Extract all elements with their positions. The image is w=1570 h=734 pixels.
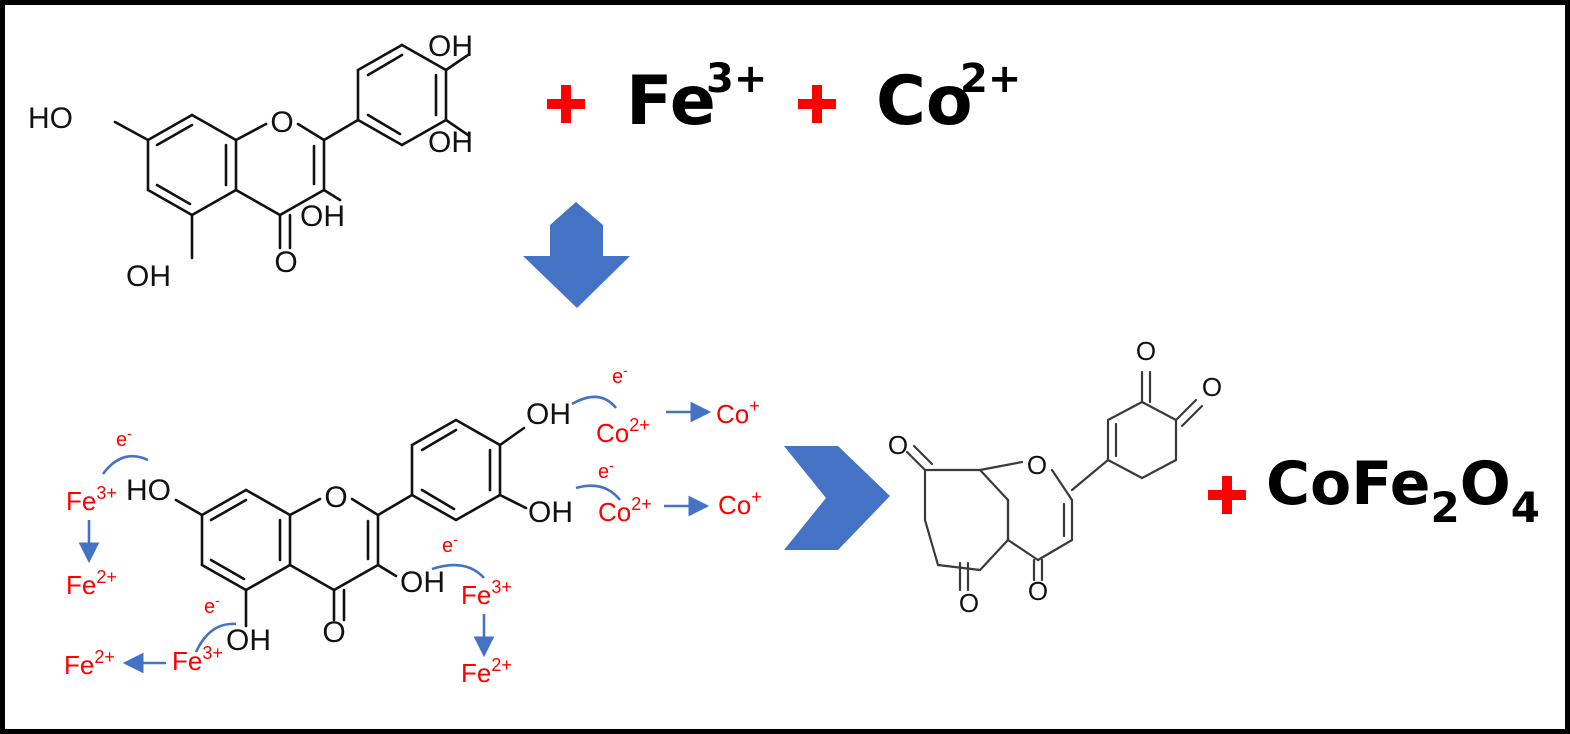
ring-oxygen-label: O	[270, 106, 293, 139]
quercetin-structure	[113, 43, 470, 260]
mechanism-ions: e- e- e- e- e- Co2+ Co+ Co2+ Co+ Fe3+ Fe…	[64, 362, 762, 688]
quercetin-mechanism-structure	[174, 418, 528, 628]
mech-ho-label: HO	[126, 474, 171, 507]
fe-ion-symbol: Fe	[626, 62, 716, 141]
electron-label-1: e-	[612, 362, 628, 388]
product-ring-o: O	[1027, 450, 1047, 480]
co-ion-charge: 2+	[960, 56, 1021, 102]
oh-label-mid: OH	[428, 126, 473, 159]
oh-label-c3: OH	[300, 200, 345, 233]
electron-label-4: e-	[442, 531, 458, 557]
co1-label-2: Co+	[718, 487, 762, 520]
co-ion-symbol: Co	[876, 62, 973, 141]
electron-arc-5	[194, 622, 237, 653]
mech-oh-label-c3: OH	[400, 566, 445, 599]
fe3-label-bottom: Fe3+	[172, 643, 223, 676]
product-o-bottom2: O	[1028, 576, 1048, 606]
fe3-label-right: Fe3+	[461, 577, 512, 610]
co1-label-1: Co+	[716, 396, 760, 429]
electron-label-2: e-	[598, 457, 614, 483]
mech-oh-label-bottom: OH	[226, 624, 271, 657]
electron-transfer-arrows	[78, 395, 712, 674]
product-o-top2: O	[1202, 372, 1222, 402]
reactant-ions: Fe 3+ Co 2+	[547, 56, 1021, 141]
mech-oh-label-mid: OH	[528, 496, 573, 529]
electron-arc-4	[431, 563, 485, 579]
oh-label-bottom: OH	[126, 260, 171, 293]
electron-arc-3	[101, 455, 149, 475]
mech-oh-label-top: OH	[526, 398, 571, 431]
electron-arc-1	[571, 395, 618, 409]
ho-label-left: HO	[28, 102, 73, 135]
fe3-label-left: Fe3+	[66, 483, 117, 516]
oxidized-product-structure	[905, 370, 1204, 592]
carbonyl-oxygen-label: O	[274, 246, 297, 279]
co2-label-2: Co2+	[598, 494, 652, 527]
right-arrow-icon	[784, 446, 890, 550]
product-o-top1: O	[1136, 336, 1156, 366]
electron-label-3: e-	[116, 425, 132, 451]
down-arrow-icon	[523, 202, 630, 308]
fe2-label-left: Fe2+	[66, 567, 117, 600]
plus-icon	[1208, 476, 1246, 514]
mech-ring-oxygen-label: O	[324, 481, 347, 514]
co2-label-1: Co2+	[596, 415, 650, 448]
mech-carbonyl-oxygen-label: O	[322, 616, 345, 649]
fe-ion-charge: 3+	[706, 56, 767, 102]
plus-icon	[547, 85, 585, 123]
oh-label-top: OH	[428, 30, 473, 63]
electron-label-5: e-	[204, 592, 220, 618]
plus-icon	[798, 85, 836, 123]
fe2-label-right: Fe2+	[461, 655, 512, 688]
product-o-left: O	[888, 430, 908, 460]
electron-arc-2	[575, 484, 622, 501]
product-o-bottom1: O	[959, 588, 979, 618]
cofe2o4-formula: CoFe2O4	[1266, 449, 1540, 532]
fe2-label-bottom: Fe2+	[64, 647, 115, 680]
